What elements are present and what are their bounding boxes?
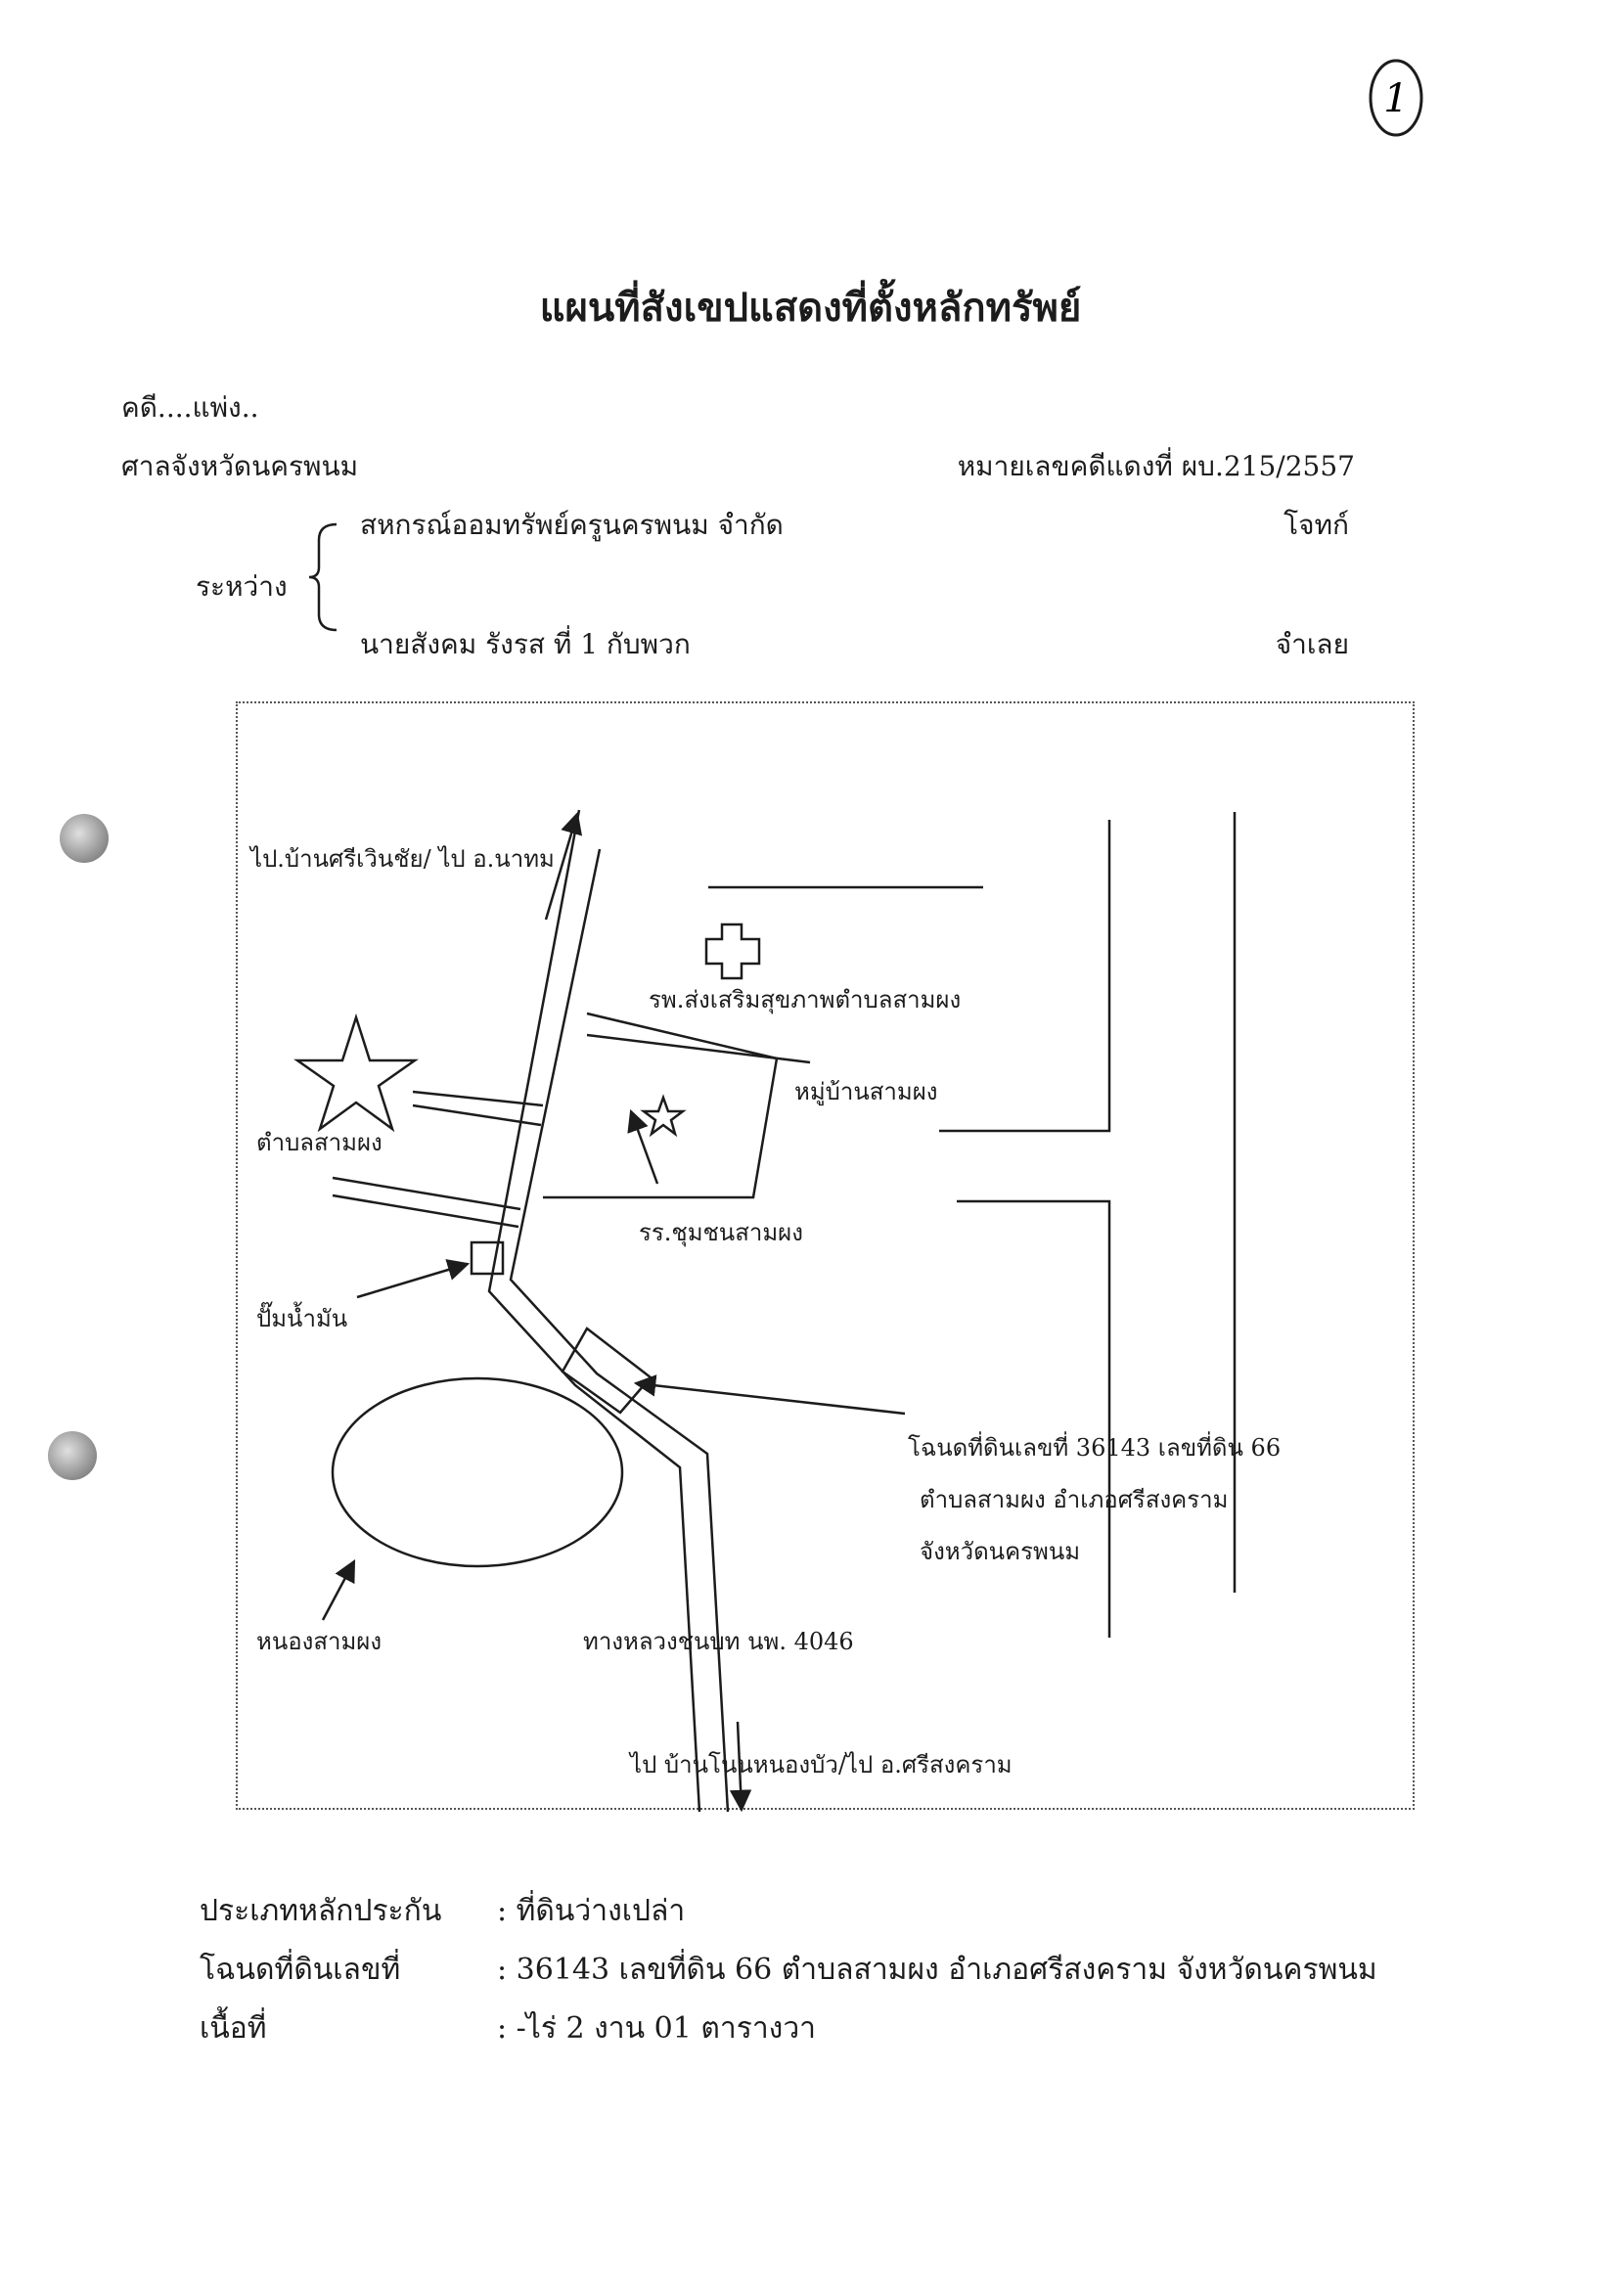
collateral-type-label: ประเภทหลักประกัน [200, 1894, 442, 1928]
label-school: รร.ชุมชนสามผง [639, 1219, 803, 1246]
main-road-right [509, 848, 730, 1813]
pond-arrow [321, 1559, 356, 1621]
north-arrow [544, 811, 583, 921]
property-parcel [561, 1327, 653, 1415]
label-gas-station: ปั๊มน้ำมัน [256, 1305, 348, 1332]
page-title: แผนที่สังเขปแสดงที่ตั้งหลักทรัพย์ [539, 285, 1082, 331]
label-road: ทางหลวงชนบท นพ. 4046 [583, 1628, 854, 1655]
road-left-4 [332, 1193, 519, 1229]
defendant-role: จำเลย [1275, 628, 1349, 660]
main-road-left [487, 809, 701, 1813]
case-type: คดี....แพ่ง.. [121, 391, 259, 424]
south-arrow [729, 1721, 752, 1813]
road-left-3 [332, 1176, 521, 1211]
label-deed-line-1: โฉนดที่ดินเลขที่ 36143 เลขที่ดิน 66 [908, 1434, 1282, 1462]
village-boundary [543, 1012, 779, 1199]
collateral-type-value: : ที่ดินว่างเปล่า [497, 1894, 686, 1928]
label-subdistrict: ตำบลสามผง [256, 1129, 383, 1156]
page-number: 1 [1383, 76, 1408, 121]
road-left-1 [412, 1090, 544, 1107]
road-left-2 [412, 1103, 542, 1127]
plaintiff-name: สหกรณ์ออมทรัพย์ครูนครพนม จำกัด [360, 509, 784, 541]
village-road [586, 1033, 811, 1064]
label-deed-line-2: ตำบลสามผง อำเภอศรีสงคราม [920, 1486, 1229, 1513]
label-to-south: ไป บ้านโนนหนองบัว/ไป อ.ศรีสงคราม [630, 1751, 1013, 1778]
label-to-north: ไป.บ้านศรีเวินชัย/ ไป อ.นาทม [250, 845, 555, 873]
label-pond: หนองสามผง [256, 1628, 383, 1655]
punch-hole-bottom [48, 1431, 97, 1480]
pond [331, 1376, 624, 1568]
deed-number-label: โฉนดที่ดินเลขที่ [200, 1953, 401, 1987]
map-frame [236, 701, 1415, 1810]
punch-hole-top [60, 814, 109, 863]
subdistrict-star-icon [293, 1013, 419, 1133]
label-village: หมู่บ้านสามผง [794, 1078, 938, 1105]
property-arrow [633, 1374, 906, 1416]
area-value: : -ไร่ 2 งาน 01 ตารางวา [497, 2011, 817, 2046]
school-arrow [627, 1108, 659, 1185]
defendant-name: นายสังคม รังรส ที่ 1 กับพวก [360, 628, 691, 660]
page-number-mark: 1 [1369, 59, 1423, 137]
gas-station-box [470, 1240, 505, 1276]
between-label: ระหว่าง [196, 570, 288, 603]
road-right-v2 [957, 1199, 1111, 1638]
village-star-icon [640, 1094, 687, 1138]
label-deed-line-3: จังหวัดนครพนม [920, 1538, 1081, 1565]
road-right-v1 [939, 820, 1111, 1133]
brace [308, 522, 338, 632]
plaintiff-role: โจทก์ [1283, 509, 1349, 541]
area-label: เนื้อที่ [200, 2011, 267, 2046]
hospital-icon [704, 923, 761, 980]
gas-station-arrow [356, 1259, 471, 1299]
label-hospital: รพ.ส่งเสริมสุขภาพตำบลสามผง [649, 986, 962, 1013]
red-case-number: หมายเลขคดีแดงที่ ผบ.215/2557 [957, 450, 1355, 482]
court-name: ศาลจังหวัดนครพนม [121, 450, 359, 482]
deed-number-value: : 36143 เลขที่ดิน 66 ตำบลสามผง อำเภอศรีส… [497, 1953, 1377, 1987]
